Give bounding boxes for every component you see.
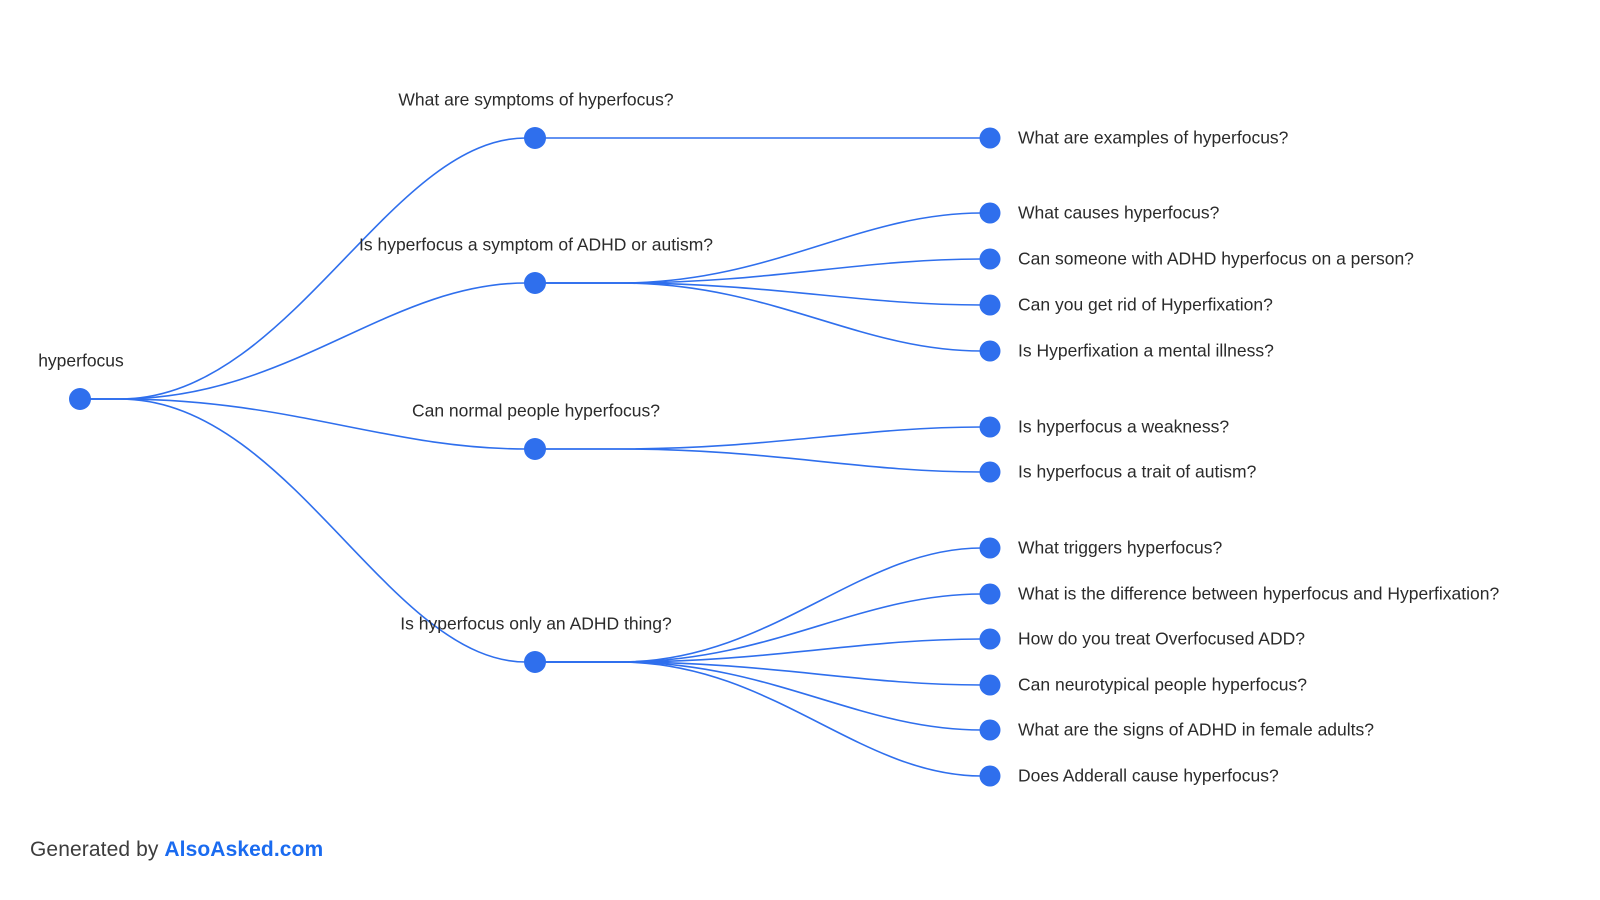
node-branch-3-child-1-dot[interactable] xyxy=(979,416,1001,438)
node-branch-4-child-2-dot[interactable] xyxy=(979,583,1001,605)
node-branch-3[interactable]: Can normal people hyperfocus? xyxy=(412,401,660,460)
node-branch-2[interactable]: Is hyperfocus a symptom of ADHD or autis… xyxy=(359,235,713,294)
node-branch-4-child-4-dot[interactable] xyxy=(979,674,1001,696)
node-branch-4-child-4-label: Can neurotypical people hyperfocus? xyxy=(1018,675,1307,695)
node-branch-2-child-1-dot[interactable] xyxy=(979,202,1001,224)
node-branch-1-child-1-dot[interactable] xyxy=(979,127,1001,149)
node-branch-4-child-2[interactable]: What is the difference between hyperfocu… xyxy=(979,583,1500,605)
node-root-label: hyperfocus xyxy=(38,351,124,371)
node-branch-4-child-6[interactable]: Does Adderall cause hyperfocus? xyxy=(979,765,1279,787)
node-branch-4-child-3-dot[interactable] xyxy=(979,628,1001,650)
node-branch-4-child-2-label: What is the difference between hyperfocu… xyxy=(1018,584,1499,604)
edge-root-to-branch-1 xyxy=(88,137,527,400)
edge-branch-3-to-child-2 xyxy=(543,448,983,473)
node-branch-4-dot[interactable] xyxy=(524,651,546,673)
node-branch-4-child-6-label: Does Adderall cause hyperfocus? xyxy=(1018,766,1279,786)
node-branch-1-child-1-label: What are examples of hyperfocus? xyxy=(1018,128,1289,148)
edge-branch-4-to-child-2 xyxy=(543,593,983,663)
node-branch-1-label: What are symptoms of hyperfocus? xyxy=(398,90,674,110)
node-branch-2-child-3-dot[interactable] xyxy=(979,294,1001,316)
node-branch-2-child-4-label: Is Hyperfixation a mental illness? xyxy=(1018,341,1274,361)
node-branch-4-child-3-label: How do you treat Overfocused ADD? xyxy=(1018,629,1305,649)
node-branch-4-child-1-dot[interactable] xyxy=(979,537,1001,559)
edge-branch-2-to-child-4 xyxy=(543,282,983,352)
alsoasked-brand-link[interactable]: AlsoAsked.com xyxy=(164,838,324,861)
node-branch-4-label: Is hyperfocus only an ADHD thing? xyxy=(400,614,672,634)
node-branch-3-label: Can normal people hyperfocus? xyxy=(412,401,660,421)
node-branch-3-child-1-label: Is hyperfocus a weakness? xyxy=(1018,417,1229,437)
node-branch-1-dot[interactable] xyxy=(524,127,546,149)
edge-branch-2-to-child-3 xyxy=(543,282,983,306)
node-branch-2-child-2[interactable]: Can someone with ADHD hyperfocus on a pe… xyxy=(979,248,1415,270)
node-branch-4[interactable]: Is hyperfocus only an ADHD thing? xyxy=(400,614,672,673)
node-branch-4-child-5-dot[interactable] xyxy=(979,719,1001,741)
node-branch-4-child-1[interactable]: What triggers hyperfocus? xyxy=(979,537,1223,559)
node-branch-1-child-1[interactable]: What are examples of hyperfocus? xyxy=(979,127,1289,149)
node-branch-3-dot[interactable] xyxy=(524,438,546,460)
node-branch-2-child-4-dot[interactable] xyxy=(979,340,1001,362)
edge-branch-4-to-child-5 xyxy=(543,661,983,731)
node-branch-1[interactable]: What are symptoms of hyperfocus? xyxy=(398,90,674,149)
footer-prefix: Generated by xyxy=(30,838,165,861)
edge-branch-3-to-child-1 xyxy=(543,426,983,450)
edge-branch-2-to-child-2 xyxy=(543,258,983,284)
edge-branch-2-to-child-1 xyxy=(543,212,983,284)
node-branch-4-child-3[interactable]: How do you treat Overfocused ADD? xyxy=(979,628,1306,650)
edge-root-to-branch-2 xyxy=(88,282,527,400)
node-branch-2-child-2-label: Can someone with ADHD hyperfocus on a pe… xyxy=(1018,249,1414,269)
edge-branch-4-to-child-1 xyxy=(543,547,983,663)
node-branch-4-child-6-dot[interactable] xyxy=(979,765,1001,787)
node-branch-3-child-2[interactable]: Is hyperfocus a trait of autism? xyxy=(979,461,1257,483)
node-branch-2-child-3-label: Can you get rid of Hyperfixation? xyxy=(1018,295,1273,315)
node-branch-3-child-1[interactable]: Is hyperfocus a weakness? xyxy=(979,416,1230,438)
edge-branch-4-to-child-6 xyxy=(543,661,983,777)
node-branch-4-child-5[interactable]: What are the signs of ADHD in female adu… xyxy=(979,719,1375,741)
node-branch-4-child-4[interactable]: Can neurotypical people hyperfocus? xyxy=(979,674,1308,696)
edge-root-to-branch-4 xyxy=(88,398,527,663)
node-branch-3-child-2-label: Is hyperfocus a trait of autism? xyxy=(1018,462,1257,482)
edge-branch-4-to-child-4 xyxy=(543,661,983,686)
node-branch-2-label: Is hyperfocus a symptom of ADHD or autis… xyxy=(359,235,713,255)
footer-credit: Generated by AlsoAsked.com xyxy=(30,838,323,862)
node-branch-3-child-2-dot[interactable] xyxy=(979,461,1001,483)
node-branch-2-dot[interactable] xyxy=(524,272,546,294)
node-branch-4-child-1-label: What triggers hyperfocus? xyxy=(1018,538,1223,558)
node-branch-2-child-2-dot[interactable] xyxy=(979,248,1001,270)
node-root-dot[interactable] xyxy=(69,388,91,410)
node-branch-4-child-5-label: What are the signs of ADHD in female adu… xyxy=(1018,720,1374,740)
node-branch-2-child-4[interactable]: Is Hyperfixation a mental illness? xyxy=(979,340,1275,362)
node-branch-2-child-1[interactable]: What causes hyperfocus? xyxy=(979,202,1220,224)
edge-branch-4-to-child-3 xyxy=(543,638,983,663)
nodes-layer: hyperfocus What are symptoms of hyperfocu… xyxy=(38,90,1499,787)
node-branch-2-child-3[interactable]: Can you get rid of Hyperfixation? xyxy=(979,294,1274,316)
node-root[interactable]: hyperfocus xyxy=(38,351,124,410)
node-branch-2-child-1-label: What causes hyperfocus? xyxy=(1018,203,1220,223)
edge-root-to-branch-3 xyxy=(88,398,527,450)
edges-layer xyxy=(88,137,983,777)
